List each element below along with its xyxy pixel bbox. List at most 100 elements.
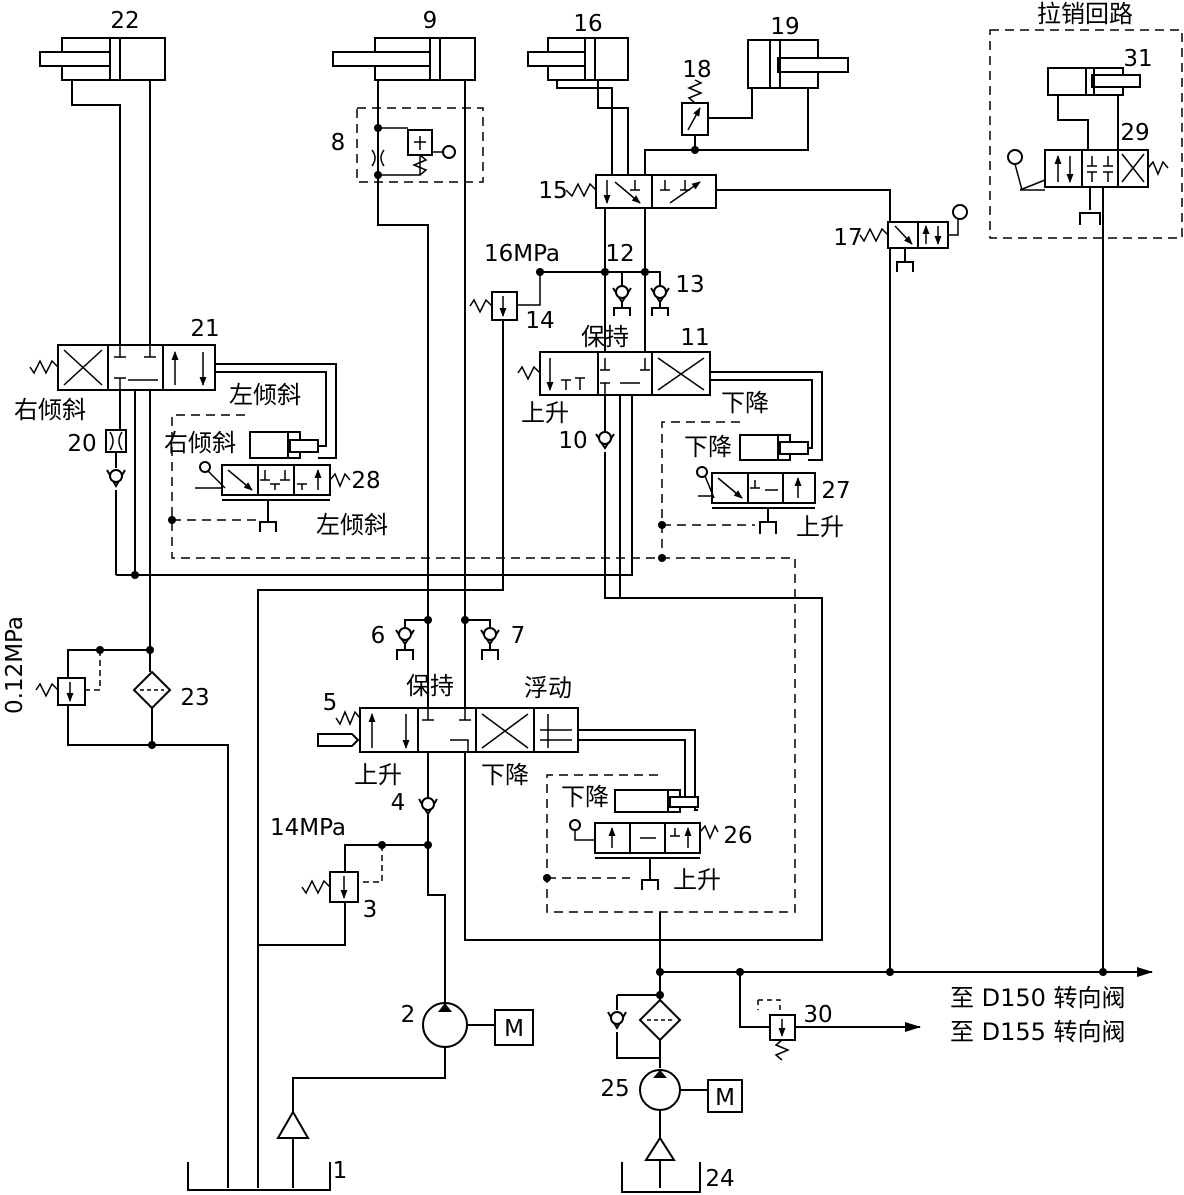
valve-30: [758, 999, 796, 1061]
cylinder-19: [747, 39, 849, 89]
output-d155-label: 至 D155 转向阀: [950, 1018, 1126, 1046]
v27-lower-label: 下降: [684, 433, 732, 461]
valve-11: [517, 351, 711, 396]
check-valve-12: [612, 285, 632, 316]
check-valve-4: [418, 797, 438, 816]
label-19: 19: [770, 14, 799, 40]
valve-17: [859, 204, 968, 272]
cylinder-31: [1047, 67, 1141, 150]
return-relief-valve: [35, 677, 86, 706]
pressure-012mpa: 0.12MPa: [2, 616, 28, 714]
bypass-check-valve: [607, 1011, 627, 1031]
pilot-cylinder-27: [739, 434, 809, 461]
pressure-14mpa: 14MPa: [270, 815, 346, 841]
valve-27: [696, 466, 816, 534]
tank-1: [187, 1162, 331, 1191]
label-31: 31: [1123, 46, 1152, 72]
label-26: 26: [723, 823, 752, 849]
valve-5: [317, 707, 579, 753]
label-6: 6: [371, 623, 386, 649]
label-27: 27: [821, 478, 850, 504]
v28-right-tilt-label: 右倾斜: [164, 429, 236, 457]
motor-25: [707, 1079, 743, 1113]
label-10: 10: [558, 428, 587, 454]
pump-25: [639, 1069, 708, 1111]
valve-28: [195, 461, 351, 532]
label-2: 2: [401, 1002, 416, 1028]
pressure-16mpa: 16MPa: [484, 241, 560, 267]
check-valve-20: [106, 469, 126, 489]
label-28: 28: [351, 468, 380, 494]
check-valve-7: [480, 627, 500, 660]
valve-15: [565, 174, 717, 209]
v26-raise-label: 上升: [673, 866, 721, 894]
label-3: 3: [363, 897, 378, 923]
labels: 22 9 16 19 18 8 15 拉销回路 31 29 17 16MPa 1…: [2, 0, 1153, 1192]
relief-valve-14: [469, 291, 518, 321]
throttle-20: [105, 429, 127, 453]
label-9: 9: [423, 8, 438, 34]
label-14: 14: [525, 308, 554, 334]
v11-lower-label: 下降: [721, 389, 769, 417]
label-29: 29: [1120, 120, 1149, 146]
label-13: 13: [675, 272, 704, 298]
filter-25: [638, 998, 682, 1042]
label-7: 7: [511, 623, 526, 649]
label-30: 30: [803, 1002, 832, 1028]
pull-pin-circuit-label: 拉销回路: [1037, 0, 1133, 28]
label-8: 8: [331, 130, 346, 156]
label-24: 24: [705, 1166, 734, 1192]
output-d150-label: 至 D150 转向阀: [950, 984, 1126, 1012]
motor-symbol-25: M: [715, 1085, 735, 1111]
v28-left-tilt-label: 左倾斜: [316, 511, 388, 539]
label-15: 15: [538, 178, 567, 204]
label-4: 4: [391, 790, 406, 816]
pump-2: [422, 1002, 495, 1048]
v27-raise-label: 上升: [796, 513, 844, 541]
pipe-lines: [67, 80, 1153, 1188]
valve-29: [1007, 149, 1169, 225]
v11-raise-label: 上升: [521, 399, 569, 427]
v5-raise-label: 上升: [354, 761, 402, 789]
tank-24: [621, 1162, 701, 1193]
junction-dots: [96, 124, 1107, 999]
cylinder-22: [39, 37, 166, 81]
motor-2: [494, 1009, 534, 1046]
relief-valve-3: [301, 871, 359, 903]
pilot-cylinder-28: [249, 431, 319, 459]
valve-21: [29, 344, 216, 391]
label-23: 23: [180, 685, 209, 711]
motor-symbol-2: M: [504, 1016, 524, 1042]
v5-lower-label: 下降: [481, 761, 529, 789]
cylinder-9: [332, 37, 476, 81]
strainer-1: [276, 1109, 310, 1139]
label-21: 21: [190, 316, 219, 342]
label-12: 12: [605, 241, 634, 267]
v26-lower-label: 下降: [561, 783, 609, 811]
label-17: 17: [833, 225, 862, 251]
label-11: 11: [680, 325, 709, 351]
label-5: 5: [323, 690, 338, 716]
pilot-cylinder-26: [614, 789, 699, 813]
label-16: 16: [573, 11, 602, 37]
label-20: 20: [67, 431, 96, 457]
v5-hold-label: 保持: [406, 672, 454, 700]
check-valve-13: [650, 285, 670, 316]
v11-hold-label: 保持: [581, 323, 629, 351]
label-18: 18: [682, 57, 711, 83]
pilot-lines: [171, 29, 1183, 913]
valve-18: [681, 79, 709, 136]
cylinder-16: [527, 37, 629, 81]
strainer-24: [644, 1136, 676, 1161]
valve-26: [569, 819, 719, 890]
v5-float-label: 浮动: [524, 674, 572, 702]
v21-right-tilt-label: 右倾斜: [14, 396, 86, 424]
v21-left-tilt-label: 左倾斜: [229, 381, 301, 409]
label-22: 22: [110, 8, 139, 34]
filter-23: [132, 670, 172, 710]
label-25: 25: [600, 1076, 629, 1102]
check-valve-10: [595, 431, 615, 450]
valve-8: [371, 127, 456, 176]
label-1: 1: [333, 1158, 348, 1184]
